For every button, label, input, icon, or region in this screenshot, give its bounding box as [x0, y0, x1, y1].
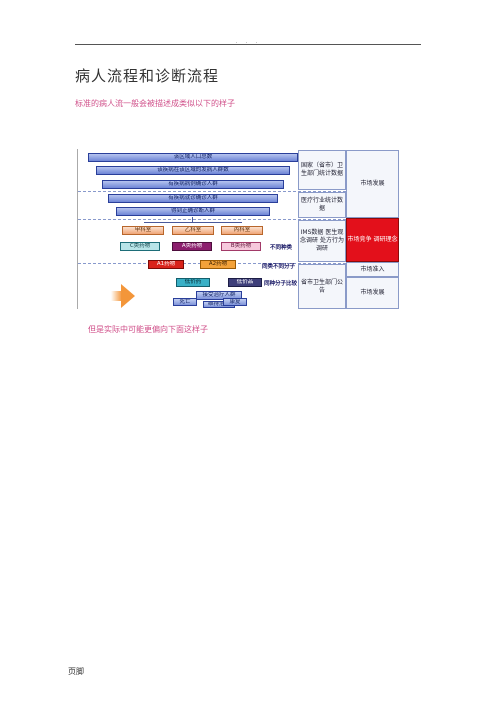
- funnel-bar-confirmed: 有疾病病例确诊人群: [102, 180, 284, 189]
- source-health-bureau: 省市卫生部门公告: [298, 264, 346, 309]
- funnel-bar-population: 该区域人口总数: [88, 153, 298, 162]
- funnel-bar-incidence: 该疾病在该区域的发病人群数: [96, 166, 290, 175]
- divider-line: [78, 219, 346, 220]
- drug-class-a: A类药物: [172, 242, 212, 251]
- patient-flow-figure: 该区域人口总数 该疾病在该区域的发病人群数 有疾病病例确诊人群 有疾病就诊确诊人…: [77, 149, 399, 309]
- funnel-bar-diagnosed: 得到正确诊断人群: [116, 207, 270, 216]
- formulation-low-price: 低价药: [176, 278, 210, 287]
- connector-line: [192, 217, 193, 223]
- stage-market-competition: 市场竞争 调研理念: [346, 218, 399, 262]
- stage-market-development: 市场发展: [346, 150, 399, 218]
- treated-population: 接受治疗人群: [196, 291, 242, 300]
- divider-line: [78, 191, 346, 192]
- drug-class-c: C类药物: [120, 242, 160, 251]
- page-footer: 页脚: [68, 667, 84, 676]
- side-label-classes: 不同种类: [270, 245, 293, 251]
- intro-text: 标准的病人流一般会被描述成类似以下的样子: [75, 99, 235, 108]
- outcome-recovery: 康复: [223, 298, 247, 306]
- header-mark: . . .: [235, 38, 261, 45]
- department-a: 甲科室: [122, 226, 164, 235]
- drug-class-b: B类药物: [221, 242, 261, 251]
- header-rule: [75, 44, 421, 45]
- side-label-molecules: 同类不同分子: [262, 264, 296, 270]
- caption-text: 但是实际中可能更偏向下面这样子: [88, 325, 208, 334]
- drug-a2: A2药物: [200, 260, 236, 269]
- department-b: 乙科室: [172, 226, 214, 235]
- outcome-death: 死亡: [173, 298, 197, 306]
- source-industry-stats: 医疗行业统计数据: [298, 192, 346, 218]
- drug-a1: A1药物: [148, 260, 184, 269]
- stage-market-access: 市场准入: [346, 262, 399, 277]
- page-title: 病人流程和诊断流程: [75, 67, 220, 85]
- side-label-formulations: 同种分子比较: [264, 281, 298, 287]
- source-government-stats: 国家（省市）卫生部门统计数据: [298, 150, 346, 190]
- connector-line: [144, 222, 242, 223]
- arrow-tail: [111, 291, 122, 301]
- stage-market-development-2: 市场发展: [346, 277, 399, 309]
- funnel-bar-visits: 有疾病就诊确诊人群: [108, 194, 278, 203]
- arrow-icon: [121, 284, 135, 308]
- formulation-low-product: 低价品: [228, 278, 262, 287]
- source-ims-survey: IMS数据 医生观念调研 处方行为调研: [298, 220, 346, 262]
- department-c: 丙科室: [221, 226, 263, 235]
